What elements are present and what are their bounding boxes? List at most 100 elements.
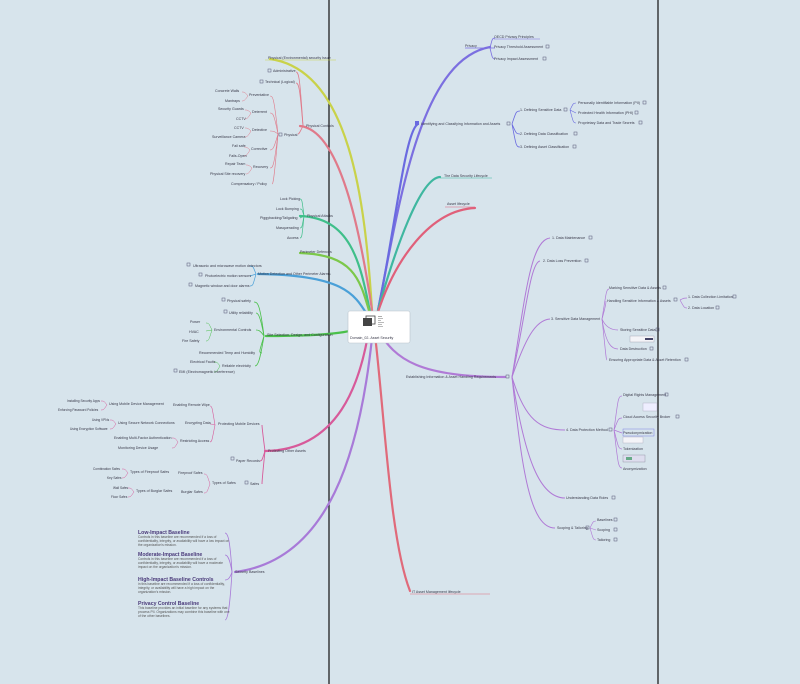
ensuring-retention[interactable]: Ensuring Appropriate Data & Asset Retent… (609, 358, 681, 362)
note-icon[interactable] (638, 120, 643, 125)
site-selection-label[interactable]: Site Selection, Design, and Configuratio… (267, 333, 333, 337)
note-icon[interactable] (198, 272, 203, 277)
note-icon[interactable] (684, 357, 689, 362)
motion-label[interactable]: Motion Detection and Other Perimeter Ala… (258, 272, 331, 276)
fire-safety[interactable]: Fire Safety (182, 339, 200, 343)
note-icon[interactable] (732, 294, 737, 299)
encrypting-data[interactable]: Encrypting Data (185, 421, 211, 425)
note-icon[interactable] (173, 368, 178, 373)
note-icon[interactable] (223, 309, 228, 314)
electrical-faults[interactable]: Electrical Faults (190, 360, 216, 364)
pii-item[interactable]: Personally Identifiable Information (PII… (578, 101, 640, 105)
restricting-access[interactable]: Restricting Access (180, 439, 210, 443)
data-classification-item[interactable]: 2. Defining Data Classification (520, 132, 568, 136)
trade-secrets-item[interactable]: Proprietary Data and Trade Secrets (578, 121, 635, 125)
using-encryption-software[interactable]: Using Encryption Software (70, 427, 108, 431)
note-icon[interactable] (542, 56, 547, 61)
protecting-mobile-devices[interactable]: Protecting Mobile Devices (218, 422, 260, 426)
physical-attacks-label[interactable]: Physical Attacks (307, 214, 333, 218)
data-destruction[interactable]: Data Destruction (620, 347, 647, 351)
administrative[interactable]: Administrative (273, 69, 296, 73)
detective[interactable]: Detective (252, 128, 267, 132)
handling-label[interactable]: Establishing Information & Asset Handlin… (406, 375, 496, 379)
corrective[interactable]: Corrective (251, 147, 267, 151)
note-icon[interactable] (230, 456, 235, 461)
note-icon[interactable] (505, 374, 510, 379)
note-icon[interactable] (634, 110, 639, 115)
fail-safe[interactable]: Fail safe (232, 144, 246, 148)
security-guards[interactable]: Security Guards (218, 107, 244, 111)
privacy-item-oecd[interactable]: OECD Privacy Principles (494, 35, 534, 39)
masquerading[interactable]: Masquerading (276, 226, 299, 230)
privacy-item-impact[interactable]: Privacy Impact Assessment (494, 57, 538, 61)
note-icon[interactable] (588, 235, 593, 240)
protecting-other-assets[interactable]: Protecting Other Assets (268, 449, 306, 453)
cctv-deterrent[interactable]: CCTV (236, 117, 246, 121)
safes[interactable]: Safes (250, 482, 259, 486)
note-icon[interactable] (642, 100, 647, 105)
note-icon[interactable] (608, 427, 613, 432)
combination-safes[interactable]: Combination Safes (93, 467, 120, 471)
tokenization[interactable]: Tokenization (623, 447, 643, 451)
mantraps[interactable]: Mantraps (225, 99, 240, 103)
physical-site-recovery[interactable]: Physical Site recovery (210, 172, 246, 176)
utility-reliability[interactable]: Utility reliability (229, 311, 253, 315)
environmental-controls[interactable]: Environmental Controls (214, 328, 252, 332)
tailoring-item[interactable]: Tailoring (597, 538, 610, 542)
note-icon[interactable] (186, 262, 191, 267)
installing-security-apps[interactable]: Installing Security Apps (67, 399, 100, 403)
floor-safes[interactable]: Floor Safes (111, 495, 128, 499)
lock-bumping[interactable]: Lock Bumping (276, 207, 299, 211)
data-protection-method[interactable]: 4. Data Protection Method (566, 428, 608, 432)
physical-env-issue[interactable]: Physical (Environmental) security Issue (268, 56, 331, 60)
pseudonymization[interactable]: Pseudonymization (623, 431, 652, 435)
marking-sensitive[interactable]: Marking Sensitive Data & Assets (609, 286, 661, 290)
compensatory-policy[interactable]: Compensatory / Policy (231, 182, 267, 186)
baseline-moderate[interactable]: Moderate-Impact Baseline Controls in thi… (138, 552, 230, 575)
using-vpns[interactable]: Using VPNs (92, 418, 110, 422)
it-asset-management[interactable]: IT Asset Management lifecycle (412, 590, 461, 594)
note-icon[interactable] (221, 297, 226, 302)
types-fireproof[interactable]: Types of Fireproof Safes (130, 470, 169, 474)
phi-item[interactable]: Protected Health Information (PHI) (578, 111, 633, 115)
baseline-high[interactable]: High-Impact Baseline Controls in this ba… (138, 577, 230, 598)
note-icon[interactable] (649, 346, 654, 351)
perimeter-defences[interactable]: Perimeter Defences (300, 250, 332, 254)
data-maintenance[interactable]: 1. Data Maintenance (552, 236, 585, 240)
preventative[interactable]: Preventative (249, 93, 269, 97)
technical-logical[interactable]: Technical (Logical) (265, 80, 295, 84)
enabling-remote-wipe[interactable]: Enabling Remote Wipe (173, 403, 210, 407)
root-node[interactable]: Domain_02- Asset Security (347, 310, 411, 344)
emi[interactable]: EMI (Electromagnetic Interference) (179, 370, 235, 374)
scoping-item[interactable]: Scoping (597, 528, 610, 532)
note-icon[interactable] (715, 305, 720, 310)
cctv-detective[interactable]: CCTV (234, 126, 244, 130)
paper-records[interactable]: Paper Records (236, 459, 260, 463)
enforcing-password-policies[interactable]: Enforcing Password Policies (58, 408, 99, 412)
data-loss-prevention[interactable]: 2. Data Loss Prevention (543, 259, 581, 263)
storing-sensitive-data[interactable]: Storing Sensitive Data (620, 328, 656, 332)
power[interactable]: Power (190, 320, 201, 324)
note-icon[interactable] (662, 285, 667, 290)
note-icon[interactable] (675, 414, 680, 419)
access[interactable]: Access (287, 236, 299, 240)
note-icon[interactable] (188, 282, 193, 287)
wall-safes[interactable]: Wall Safes (113, 486, 129, 490)
ultrasonic-detectors[interactable]: Ultrasonic and microwave motion detector… (193, 264, 262, 268)
note-icon[interactable] (244, 480, 249, 485)
baseline-low[interactable]: Low-Impact Baseline Controls in this bas… (138, 530, 230, 551)
types-burglar[interactable]: Types of Burglar Safes (136, 489, 173, 493)
sensitive-data-management[interactable]: 3. Sensitive Data Management (551, 317, 600, 321)
note-icon[interactable] (278, 132, 283, 137)
asset-lifecycle[interactable]: Asset lifecycle (447, 202, 470, 206)
physical-controls-label[interactable]: Physical Controls (306, 124, 334, 128)
understanding-data-roles[interactable]: Understanding Data Roles (566, 496, 608, 500)
handling-sensitive-info[interactable]: Handling Sensitive Information & Assets (607, 299, 671, 303)
using-mdm[interactable]: Using Mobile Device Management (109, 402, 164, 406)
note-icon[interactable] (267, 68, 272, 73)
note-icon[interactable] (563, 107, 568, 112)
note-icon[interactable] (584, 258, 589, 263)
surveillance-camera[interactable]: Surveillance Camera (212, 135, 245, 139)
baselines-item[interactable]: Baselines (597, 518, 613, 522)
note-icon[interactable] (664, 392, 669, 397)
